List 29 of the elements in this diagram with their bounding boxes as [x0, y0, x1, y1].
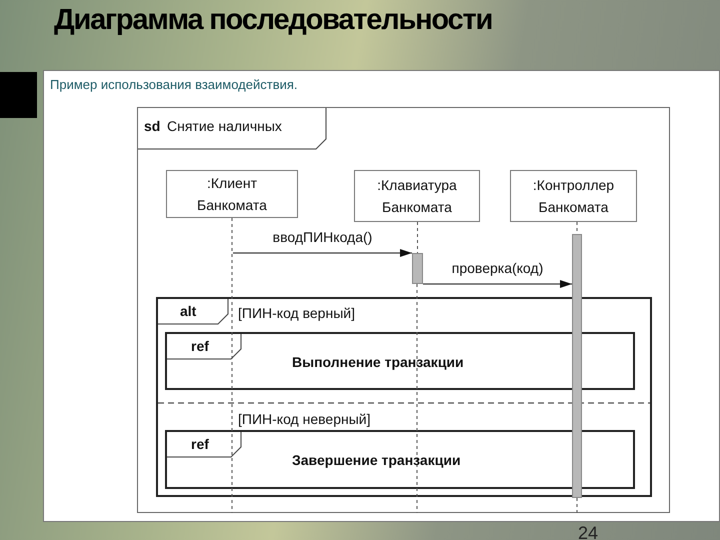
alt-fragment	[156, 297, 652, 497]
message-label: вводПИНкода()	[272, 229, 372, 245]
ref-fragment	[165, 430, 635, 489]
participant-box	[354, 170, 480, 222]
activation-bar	[572, 234, 582, 498]
ref-title: Завершение транзакции	[292, 452, 461, 468]
fragment-keyword: ref	[191, 436, 209, 452]
frame-name: Снятие наличных	[167, 118, 282, 134]
message-label: проверка(код)	[452, 260, 544, 276]
diagram-frame	[137, 107, 670, 513]
participant-box	[510, 170, 637, 222]
message-arrow	[232, 249, 412, 257]
lifeline	[417, 222, 418, 254]
fragment-keyword: ref	[191, 338, 209, 354]
activation-bar	[412, 253, 423, 284]
guard-condition: [ПИН-код неверный]	[238, 411, 370, 427]
guard-condition: [ПИН-код верный]	[238, 305, 355, 321]
page-number: 24	[578, 524, 598, 540]
fragment-keyword: sd	[144, 118, 160, 134]
ref-fragment	[165, 332, 635, 390]
participant-name: :Клиент Банкомата	[196, 174, 268, 215]
fragment-keyword: alt	[180, 303, 196, 319]
slide-title: Диаграмма последовательности	[54, 4, 492, 37]
ref-title: Выполнение транзакции	[292, 354, 464, 370]
message-arrow	[422, 280, 572, 288]
participant-box	[166, 170, 298, 218]
participant-name: :Контроллер Банкомата	[532, 176, 616, 217]
participant-name: :Клавиатура Банкомата	[376, 176, 458, 217]
subtitle: Пример использования взаимодействия.	[50, 77, 298, 92]
